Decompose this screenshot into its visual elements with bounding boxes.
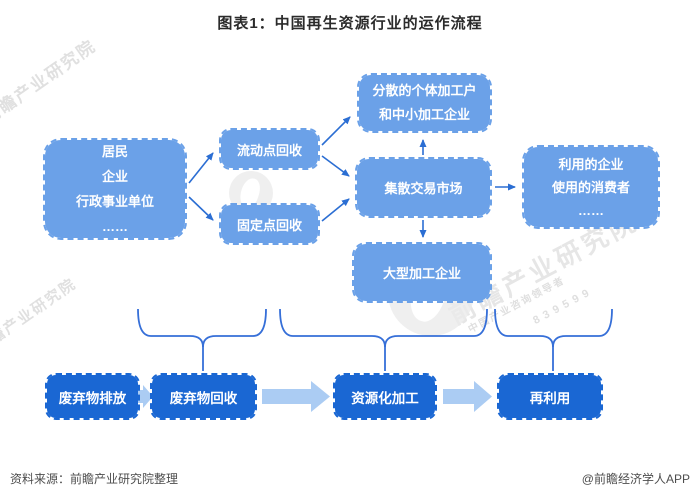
block-arrow-stage3-stage4 xyxy=(443,381,492,412)
box-line: …… xyxy=(102,219,128,234)
box-line: 企业 xyxy=(101,169,128,184)
stage-waste-discharge: 废弃物排放 xyxy=(45,373,140,420)
box-line: 大型加工企业 xyxy=(382,266,461,281)
stage-resource-processing: 资源化加工 xyxy=(333,373,437,420)
box-line: 和中小加工企业 xyxy=(378,107,470,122)
box-source-entities: 居民 企业 行政事业单位 …… xyxy=(43,138,187,240)
arrow-source-to-mobile xyxy=(188,152,214,184)
watermark-brand: 前瞻产业研究院 xyxy=(0,275,80,358)
block-arrow-stage2-stage3 xyxy=(262,381,330,412)
stage-label: 资源化加工 xyxy=(351,390,419,406)
arrow-fixed-to-market xyxy=(321,198,350,222)
box-line: 流动点回收 xyxy=(236,142,302,158)
box-small-processors: 分散的个体加工户 和中小加工企业 xyxy=(357,73,492,133)
box-line: 集散交易市场 xyxy=(384,181,463,196)
box-line: 分散的个体加工户 xyxy=(372,83,477,98)
watermark-brand: 前瞻产业研究院 xyxy=(0,36,100,129)
box-mobile-point-recycle: 流动点回收 xyxy=(219,128,320,170)
box-fixed-point-recycle: 固定点回收 xyxy=(219,203,320,245)
box-line: 行政事业单位 xyxy=(75,194,154,209)
box-line: 使用的消费者 xyxy=(551,179,630,195)
stage-waste-recycling: 废弃物回收 xyxy=(150,373,257,420)
arrow-mobile-to-market xyxy=(321,155,350,177)
brace-recycle xyxy=(137,308,267,348)
box-trading-market: 集散交易市场 xyxy=(355,157,492,218)
arrow-mobile-to-small xyxy=(321,116,351,146)
box-line: 固定点回收 xyxy=(236,217,302,233)
credit-note: @前瞻经济学人APP xyxy=(581,472,690,486)
box-end-users: 利用的企业 使用的消费者 …… xyxy=(522,145,660,229)
arrow-source-to-fixed xyxy=(188,196,214,221)
stage-reuse: 再利用 xyxy=(497,373,603,420)
stage-label: 再利用 xyxy=(529,390,571,406)
chart-title: 图表1：中国再生资源行业的运作流程 xyxy=(217,15,483,32)
box-line: 利用的企业 xyxy=(558,156,624,172)
box-line: 居民 xyxy=(101,144,128,159)
box-large-processors: 大型加工企业 xyxy=(352,242,492,303)
stage-label: 废弃物排放 xyxy=(58,390,127,406)
stage-label: 废弃物回收 xyxy=(169,390,238,406)
box-line: …… xyxy=(578,202,604,218)
footer: 资料来源：前瞻产业研究院整理 @前瞻经济学人APP xyxy=(0,470,700,487)
source-note: 资料来源：前瞻产业研究院整理 xyxy=(10,472,179,486)
